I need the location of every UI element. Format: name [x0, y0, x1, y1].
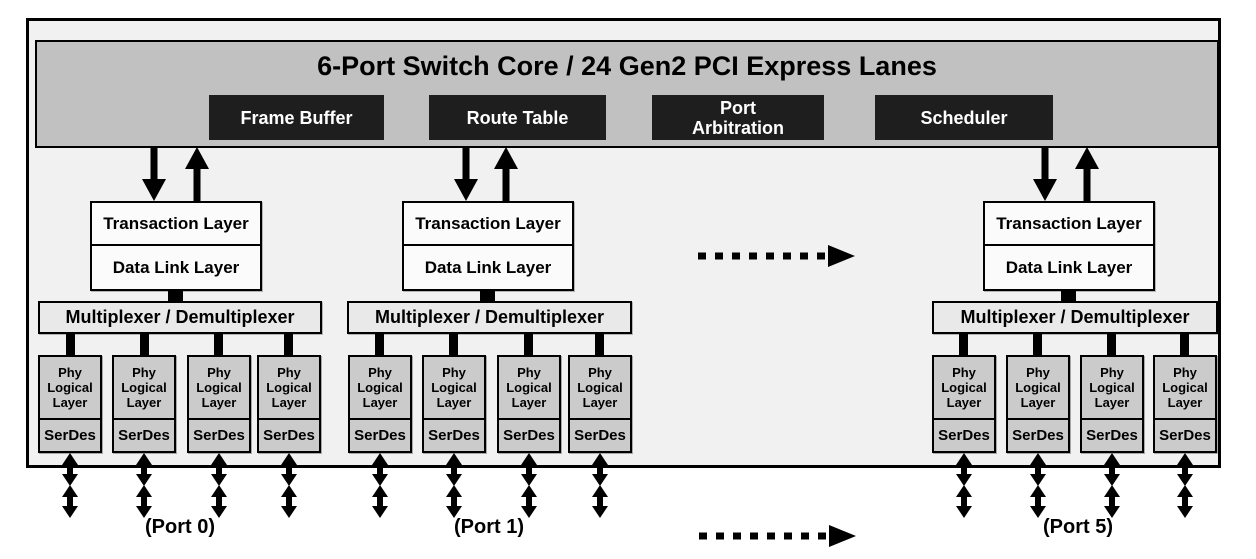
phy-lane: Phy Logical Layer SerDes [568, 355, 632, 453]
port5-layer-stack: Transaction Layer Data Link Layer [983, 201, 1155, 291]
phy-lane: Phy Logical Layer SerDes [348, 355, 412, 453]
double-vertical-arrow-icon [1030, 453, 1046, 518]
serdes-box: SerDes [1159, 427, 1211, 444]
serdes-box: SerDes [574, 427, 626, 444]
phy-lane: Phy Logical Layer SerDes [187, 355, 251, 453]
connector-stub [1061, 289, 1076, 303]
connector-stub [140, 332, 149, 356]
port0-label: (Port 0) [145, 516, 215, 538]
up-arrow-icon [185, 147, 209, 201]
phy-logical-layer-box: Phy Logical Layer [1008, 357, 1068, 420]
down-arrow-icon [142, 147, 166, 201]
port5-label: (Port 5) [1043, 516, 1113, 538]
connector-stub [66, 332, 75, 356]
port1-label: (Port 1) [454, 516, 524, 538]
connector-stub [595, 332, 604, 356]
frame-buffer-block: Frame Buffer [209, 95, 384, 140]
transaction-layer-box: Transaction Layer [985, 203, 1153, 246]
route-table-block: Route Table [429, 95, 606, 140]
data-link-layer-box: Data Link Layer [1005, 257, 1133, 277]
serdes-box: SerDes [193, 427, 245, 444]
phy-lane: Phy Logical Layer SerDes [112, 355, 176, 453]
scheduler-block: Scheduler [875, 95, 1053, 140]
port0-mux-box: Multiplexer / Demultiplexer [38, 301, 322, 334]
port0-layer-stack: Transaction Layer Data Link Layer [90, 201, 262, 291]
data-link-layer-box: Data Link Layer [112, 257, 240, 277]
double-vertical-arrow-icon [521, 453, 537, 518]
up-arrow-icon [494, 147, 518, 201]
phy-logical-layer-box: Phy Logical Layer [499, 357, 559, 420]
phy-lane: Phy Logical Layer SerDes [497, 355, 561, 453]
connector-stub [168, 289, 183, 303]
serdes-box: SerDes [428, 427, 480, 444]
data-link-layer-box: Data Link Layer [424, 257, 552, 277]
dotted-right-arrow-icon [695, 245, 855, 267]
port5-mux-box: Multiplexer / Demultiplexer [932, 301, 1218, 334]
transaction-layer-box: Transaction Layer [404, 203, 572, 246]
double-vertical-arrow-icon [281, 453, 297, 518]
double-vertical-arrow-icon [592, 453, 608, 518]
up-arrow-icon [1075, 147, 1099, 201]
connector-stub [524, 332, 533, 356]
connector-stub [1180, 332, 1189, 356]
double-vertical-arrow-icon [1177, 453, 1193, 518]
connector-stub [1107, 332, 1116, 356]
serdes-box: SerDes [263, 427, 315, 444]
double-vertical-arrow-icon [956, 453, 972, 518]
phy-lane: Phy Logical Layer SerDes [1080, 355, 1144, 453]
serdes-box: SerDes [118, 427, 170, 444]
dotted-right-arrow-icon [696, 525, 856, 547]
phy-logical-layer-box: Phy Logical Layer [350, 357, 410, 420]
double-vertical-arrow-icon [372, 453, 388, 518]
port1-layer-stack: Transaction Layer Data Link Layer [402, 201, 574, 291]
phy-logical-layer-box: Phy Logical Layer [1082, 357, 1142, 420]
double-vertical-arrow-icon [62, 453, 78, 518]
phy-logical-layer-box: Phy Logical Layer [934, 357, 994, 420]
diagram-title: 6-Port Switch Core / 24 Gen2 PCI Express… [317, 51, 937, 81]
double-vertical-arrow-icon [446, 453, 462, 518]
serdes-box: SerDes [44, 427, 96, 444]
connector-stub [449, 332, 458, 356]
phy-logical-layer-box: Phy Logical Layer [114, 357, 174, 420]
double-vertical-arrow-icon [211, 453, 227, 518]
serdes-box: SerDes [1086, 427, 1138, 444]
phy-logical-layer-box: Phy Logical Layer [259, 357, 319, 420]
phy-lane: Phy Logical Layer SerDes [1006, 355, 1070, 453]
connector-stub [1033, 332, 1042, 356]
phy-logical-layer-box: Phy Logical Layer [40, 357, 100, 420]
serdes-box: SerDes [354, 427, 406, 444]
phy-logical-layer-box: Phy Logical Layer [424, 357, 484, 420]
connector-stub [284, 332, 293, 356]
phy-logical-layer-box: Phy Logical Layer [1155, 357, 1215, 420]
connector-stub [214, 332, 223, 356]
phy-logical-layer-box: Phy Logical Layer [189, 357, 249, 420]
double-vertical-arrow-icon [136, 453, 152, 518]
serdes-box: SerDes [503, 427, 555, 444]
down-arrow-icon [1033, 147, 1057, 201]
phy-logical-layer-box: Phy Logical Layer [570, 357, 630, 420]
serdes-box: SerDes [1012, 427, 1064, 444]
serdes-box: SerDes [938, 427, 990, 444]
double-vertical-arrow-icon [1104, 453, 1120, 518]
phy-lane: Phy Logical Layer SerDes [38, 355, 102, 453]
port1-mux-box: Multiplexer / Demultiplexer [347, 301, 632, 334]
phy-lane: Phy Logical Layer SerDes [1153, 355, 1217, 453]
connector-stub [375, 332, 384, 356]
phy-lane: Phy Logical Layer SerDes [257, 355, 321, 453]
transaction-layer-box: Transaction Layer [92, 203, 260, 246]
down-arrow-icon [454, 147, 478, 201]
connector-stub [480, 289, 495, 303]
port-arbitration-block: Port Arbitration [652, 95, 824, 140]
phy-lane: Phy Logical Layer SerDes [422, 355, 486, 453]
connector-stub [959, 332, 968, 356]
phy-lane: Phy Logical Layer SerDes [932, 355, 996, 453]
